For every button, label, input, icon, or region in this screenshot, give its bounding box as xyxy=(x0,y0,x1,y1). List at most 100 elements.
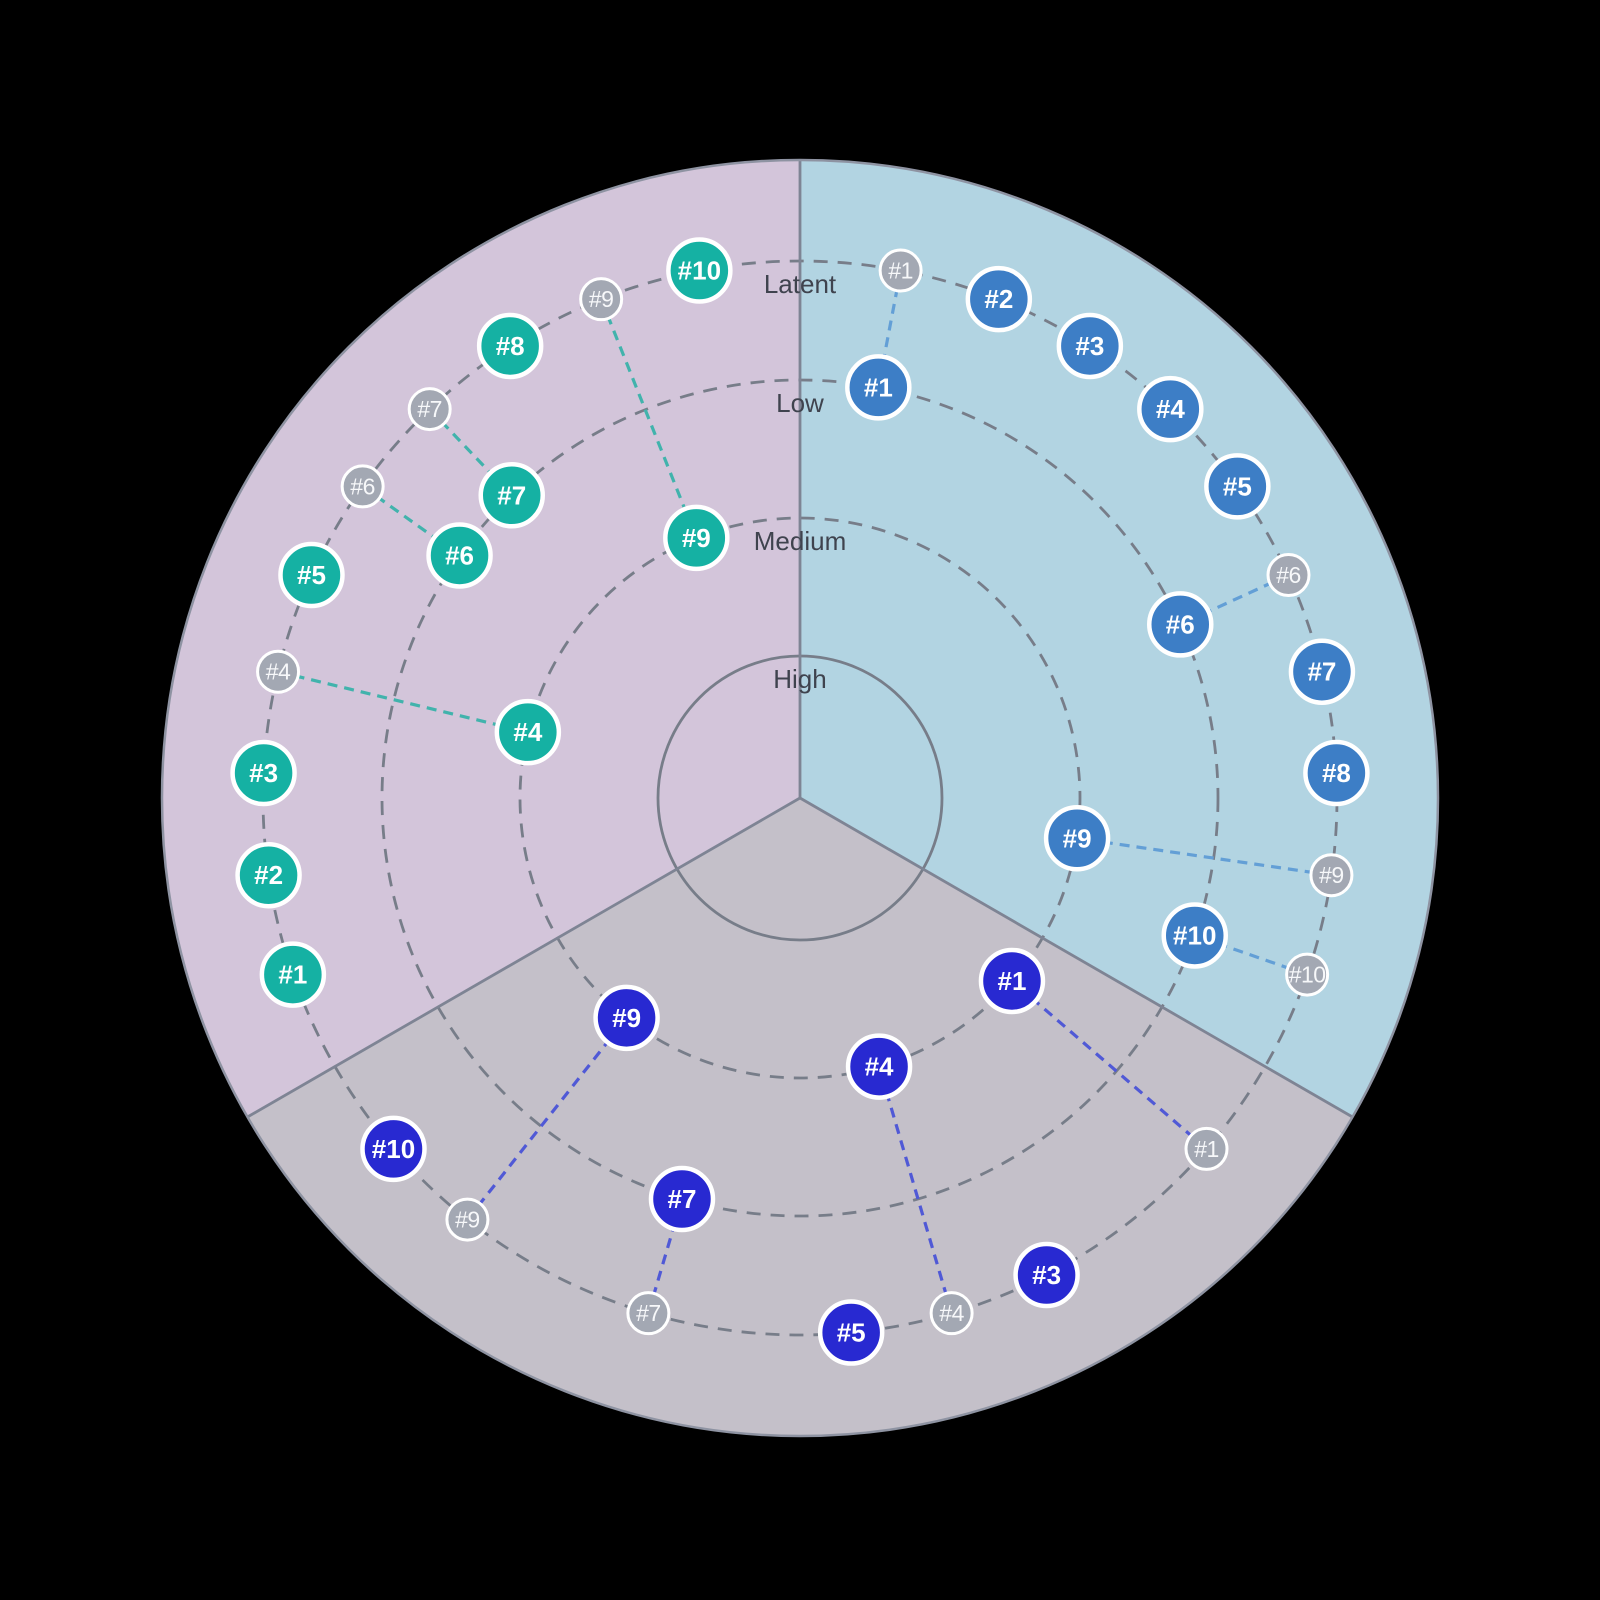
previous-node-top-left-4: #4 xyxy=(256,649,301,694)
risk-node-circle[interactable] xyxy=(259,941,327,1008)
risk-node-bottom-5[interactable]: #5 xyxy=(817,1299,885,1366)
ring-label-latent: Latent xyxy=(764,269,837,299)
risk-node-circle[interactable] xyxy=(648,1165,716,1233)
risk-node-label: #6 xyxy=(445,540,474,570)
risk-node-circle[interactable] xyxy=(1013,1241,1080,1309)
risk-node-top-left-3[interactable]: #3 xyxy=(230,739,297,807)
risk-node-label: #3 xyxy=(1075,331,1104,361)
risk-node-label: #10 xyxy=(1173,920,1216,950)
risk-node-circle[interactable] xyxy=(235,841,302,909)
risk-node-circle[interactable] xyxy=(360,1115,427,1183)
risk-node-label: #7 xyxy=(1307,657,1336,687)
risk-node-circle[interactable] xyxy=(494,698,562,766)
risk-node-top-right-8[interactable]: #8 xyxy=(1303,739,1370,807)
risk-node-label: #3 xyxy=(249,758,278,788)
risk-node-circle[interactable] xyxy=(978,947,1046,1015)
risk-node-label: #4 xyxy=(865,1052,894,1082)
risk-node-circle[interactable] xyxy=(1137,375,1204,443)
risk-node-top-left-10[interactable]: #10 xyxy=(666,237,733,304)
risk-node-top-left-9[interactable]: #9 xyxy=(663,504,730,572)
risk-node-top-right-9[interactable]: #9 xyxy=(1043,805,1111,872)
risk-node-circle[interactable] xyxy=(817,1299,885,1366)
risk-node-circle[interactable] xyxy=(666,237,733,304)
risk-node-bottom-1[interactable]: #1 xyxy=(978,947,1046,1015)
ring-label-medium: Medium xyxy=(754,526,846,556)
previous-node-label: #9 xyxy=(455,1207,480,1233)
trend-link-bottom-9 xyxy=(466,1016,628,1221)
ring-label-high: High xyxy=(773,664,826,694)
radar-outer-border xyxy=(160,158,1440,1438)
risk-node-label: #2 xyxy=(254,860,283,890)
risk-node-label: #5 xyxy=(837,1318,866,1348)
risk-node-label: #9 xyxy=(682,523,711,553)
risk-node-label: #5 xyxy=(1223,471,1252,501)
risk-node-circle[interactable] xyxy=(593,984,660,1052)
trend-link-top-right-9 xyxy=(1076,836,1332,877)
risk-node-label: #2 xyxy=(984,284,1013,314)
risk-node-top-right-3[interactable]: #3 xyxy=(1056,312,1124,380)
risk-node-circle[interactable] xyxy=(1161,902,1228,969)
risk-node-circle[interactable] xyxy=(965,265,1033,333)
previous-node-circle xyxy=(1285,952,1330,997)
previous-node-circle xyxy=(1184,1126,1229,1171)
risk-node-top-right-7[interactable]: #7 xyxy=(1288,638,1356,705)
risk-node-circle[interactable] xyxy=(478,462,545,529)
previous-node-top-right-9: #9 xyxy=(1309,853,1354,898)
risk-node-top-left-8[interactable]: #8 xyxy=(476,312,544,380)
risk-node-circle[interactable] xyxy=(1056,312,1124,380)
risk-node-circle[interactable] xyxy=(1288,638,1356,705)
trend-link-top-left-9 xyxy=(599,298,698,539)
risk-node-top-left-1[interactable]: #1 xyxy=(259,941,327,1008)
previous-node-top-right-6: #6 xyxy=(1266,553,1311,598)
risk-node-top-right-1[interactable]: #1 xyxy=(845,354,912,421)
risk-node-top-left-5[interactable]: #5 xyxy=(278,541,345,609)
risk-node-bottom-10[interactable]: #10 xyxy=(360,1115,427,1183)
risk-node-label: #9 xyxy=(612,1003,641,1033)
risk-node-circle[interactable] xyxy=(476,312,544,380)
sector-divider-240 xyxy=(246,796,801,1119)
previous-node-bottom-9: #9 xyxy=(445,1197,490,1242)
risk-node-top-left-4[interactable]: #4 xyxy=(494,698,562,766)
previous-node-label: #1 xyxy=(1194,1136,1219,1162)
previous-node-label: #1 xyxy=(888,258,913,284)
risk-node-bottom-9[interactable]: #9 xyxy=(593,984,660,1052)
risk-node-top-right-5[interactable]: #5 xyxy=(1204,453,1271,520)
previous-node-bottom-4: #4 xyxy=(929,1291,974,1336)
risk-node-label: #1 xyxy=(278,960,307,990)
sector-top-right-background xyxy=(800,160,1438,1117)
sector-divider-120 xyxy=(799,796,1354,1119)
risk-node-bottom-3[interactable]: #3 xyxy=(1013,1241,1080,1309)
previous-node-label: #6 xyxy=(350,473,375,499)
risk-node-circle[interactable] xyxy=(845,1033,913,1100)
risk-node-circle[interactable] xyxy=(663,504,730,572)
risk-node-circle[interactable] xyxy=(278,541,345,609)
previous-node-circle xyxy=(929,1291,974,1336)
risk-node-top-left-6[interactable]: #6 xyxy=(426,522,493,589)
previous-node-label: #4 xyxy=(266,659,291,685)
risk-node-top-left-2[interactable]: #2 xyxy=(235,841,302,909)
previous-node-circle xyxy=(1309,853,1354,898)
risk-node-top-right-10[interactable]: #10 xyxy=(1161,902,1228,969)
risk-node-label: #10 xyxy=(372,1134,415,1164)
risk-node-top-right-2[interactable]: #2 xyxy=(965,265,1033,333)
risk-node-top-right-6[interactable]: #6 xyxy=(1147,591,1214,658)
risk-node-circle[interactable] xyxy=(1147,591,1214,658)
previous-node-circle xyxy=(340,464,385,509)
risk-node-circle[interactable] xyxy=(1204,453,1271,520)
risk-node-label: #7 xyxy=(497,480,526,510)
risk-node-circle[interactable] xyxy=(426,522,493,589)
risk-node-circle[interactable] xyxy=(230,739,297,807)
trend-link-bottom-1 xyxy=(1010,979,1208,1151)
previous-node-top-left-6: #6 xyxy=(340,464,385,509)
risk-node-top-right-4[interactable]: #4 xyxy=(1137,375,1204,443)
risk-node-circle[interactable] xyxy=(1303,739,1370,807)
risk-node-bottom-7[interactable]: #7 xyxy=(648,1165,716,1233)
risk-node-bottom-4[interactable]: #4 xyxy=(845,1033,913,1100)
risk-node-top-left-7[interactable]: #7 xyxy=(478,462,545,529)
risk-node-label: #10 xyxy=(678,256,721,286)
risk-node-circle[interactable] xyxy=(1043,805,1111,872)
risk-node-circle[interactable] xyxy=(845,354,912,421)
ring-medium xyxy=(518,516,1082,1080)
risk-node-label: #9 xyxy=(1063,823,1092,853)
